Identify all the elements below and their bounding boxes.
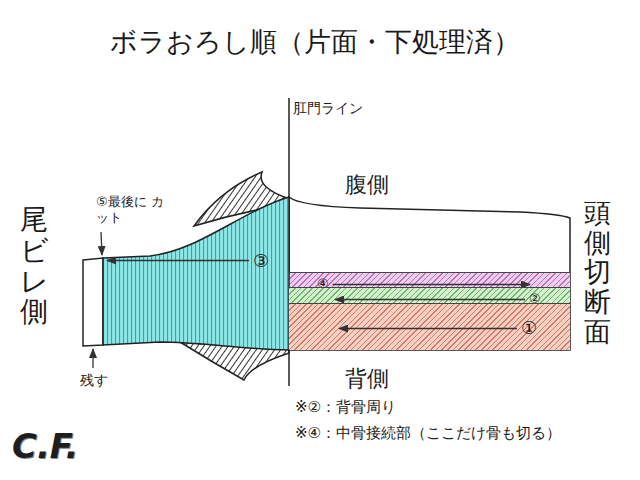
cut-band: ④: [289, 272, 570, 287]
side-label: 尾ビレ側: [20, 205, 48, 328]
cut-direction-arrow: [339, 328, 517, 329]
side-label: 背側: [345, 366, 389, 392]
title: ボラおろし順（片面・下処理済）: [110, 26, 520, 58]
leader-arrow: [101, 232, 102, 255]
cut-arrow-layer: [289, 273, 570, 288]
line-label: 肛門ライン: [293, 100, 363, 117]
footnote: ※②：背骨周り: [295, 398, 396, 416]
cut-arrow-layer: [289, 288, 570, 304]
cut-region-shape: [103, 197, 289, 350]
fish-body: [289, 197, 570, 350]
side-label: 腹側: [345, 172, 389, 198]
cut-band: ②: [289, 287, 570, 303]
cut-band: ①: [289, 303, 570, 350]
cut-arrow-layer: [103, 190, 289, 350]
cut-direction-arrow: [335, 299, 525, 300]
side-label: 頭側切断面: [584, 198, 611, 346]
cut-direction-arrow: [333, 284, 530, 285]
watermark: C.F.: [12, 426, 79, 467]
callout-number: ①: [521, 320, 537, 335]
callout-note: ⑤最後に カット: [96, 194, 166, 227]
callout-note: 残す: [80, 372, 108, 389]
cut-region: ③: [103, 190, 289, 350]
cut-direction-arrow: [107, 260, 249, 261]
tail-stub: [83, 258, 103, 346]
footnote: ※④：中骨接続部（ここだけ骨も切る）: [295, 424, 561, 442]
callout-number: ③: [253, 253, 269, 268]
leader-arrow: [92, 349, 93, 368]
